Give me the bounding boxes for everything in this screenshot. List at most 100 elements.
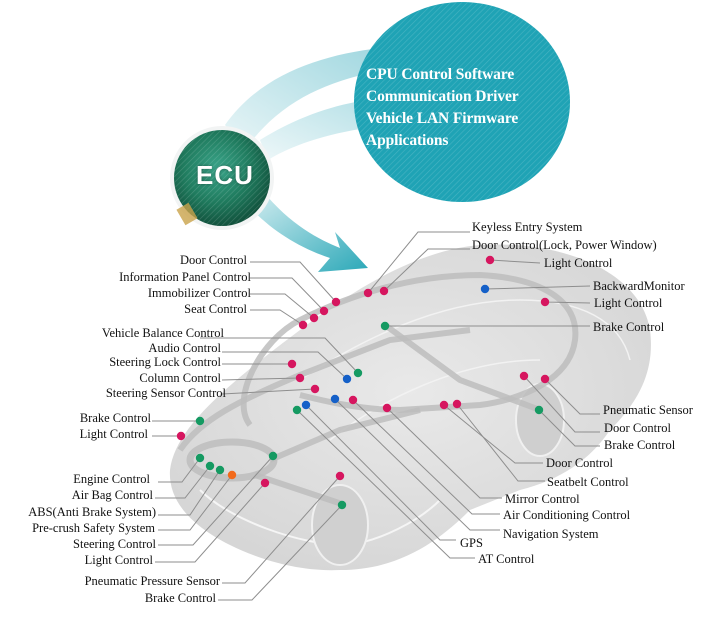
label-pneumatic-pressure-sensor: Pneumatic Pressure Sensor xyxy=(84,574,220,588)
leader-line-seatbelt-control xyxy=(456,403,545,482)
node-dot-light-control-rear-2 xyxy=(540,297,550,307)
leader-line-vehicle-balance-control xyxy=(200,337,359,374)
node-dot-backward-monitor xyxy=(480,284,490,294)
label-steering-lock-control: Steering Lock Control xyxy=(109,355,221,369)
leader-line-keyless-entry-system xyxy=(367,231,470,294)
software-item: CPU Control Software xyxy=(366,66,515,83)
label-brake-control-rear: Brake Control xyxy=(593,320,665,334)
node-dot-pneumatic-sensor xyxy=(540,374,550,384)
software-item: Applications xyxy=(366,132,449,149)
node-dot-steering-lock-control xyxy=(287,359,297,369)
leader-line-audio-control xyxy=(222,351,348,380)
arrow-to-car xyxy=(248,190,368,272)
label-light-control-rear: Light Control xyxy=(544,256,613,270)
label-brake-control-front: Brake Control xyxy=(79,411,151,425)
leader-line-navigation-system xyxy=(334,398,500,531)
node-dot-mirror-control xyxy=(382,403,392,413)
leader-line-pre-crush-safety-system xyxy=(158,474,233,531)
leader-line-at-control xyxy=(296,409,475,559)
node-dot-audio-control xyxy=(342,374,352,384)
label-light-control-rear-2: Light Control xyxy=(594,296,663,310)
label-light-control-front: Light Control xyxy=(79,427,148,441)
node-dot-seat-control xyxy=(298,320,308,330)
label-immobilizer-control: Immobilizer Control xyxy=(147,286,251,300)
node-dot-vehicle-balance-control xyxy=(353,368,363,378)
label-brake-control-front-wheel: Brake Control xyxy=(144,591,216,605)
leader-line-air-bag-control xyxy=(155,465,211,499)
label-brake-control-rear-wheel: Brake Control xyxy=(604,438,676,452)
label-at-control: AT Control xyxy=(478,552,535,566)
software-item: Communication Driver xyxy=(366,88,519,105)
leader-line-brake-control-rear-wheel xyxy=(538,409,600,447)
label-column-control: Column Control xyxy=(139,371,221,385)
leader-line-light-control-rear-2 xyxy=(544,301,591,304)
node-dot-brake-control-front xyxy=(195,416,205,426)
label-pre-crush-safety-system: Pre-crush Safety System xyxy=(32,521,155,535)
label-engine-control: Engine Control xyxy=(73,472,150,486)
leader-line-light-control-front-2 xyxy=(155,482,266,563)
node-dot-immobilizer-control xyxy=(309,313,319,323)
node-dot-brake-control-front-wheel xyxy=(337,500,347,510)
node-dot-door-control-side xyxy=(439,400,449,410)
leader-line-gps xyxy=(305,404,456,541)
software-list: CPU Control Software Communication Drive… xyxy=(366,64,519,152)
label-door-control-side: Door Control xyxy=(546,456,614,470)
leader-line-door-control-side xyxy=(443,404,543,464)
node-dot-steering-control xyxy=(268,451,278,461)
label-light-control-front-2: Light Control xyxy=(84,553,153,567)
label-audio-control: Audio Control xyxy=(148,341,221,355)
node-dot-door-control xyxy=(331,297,341,307)
node-dot-brake-control-rear xyxy=(380,321,390,331)
node-dot-engine-control xyxy=(195,453,205,463)
label-pneumatic-sensor: Pneumatic Sensor xyxy=(603,403,693,417)
node-dots xyxy=(176,255,550,510)
node-dot-light-control-front-2 xyxy=(260,478,270,488)
leader-line-door-control-lock xyxy=(383,248,470,292)
node-dot-abs xyxy=(215,465,225,475)
label-air-conditioning-control: Air Conditioning Control xyxy=(503,508,631,522)
leader-line-engine-control xyxy=(158,457,201,483)
node-dot-air-conditioning-control xyxy=(348,395,358,405)
node-dot-light-control-rear xyxy=(485,255,495,265)
label-navigation-system: Navigation System xyxy=(503,527,599,541)
leader-line-light-control-rear xyxy=(489,259,541,264)
label-keyless-entry-system: Keyless Entry System xyxy=(472,220,583,234)
node-dot-column-control xyxy=(295,373,305,383)
node-dot-pre-crush-safety-system xyxy=(227,470,237,480)
label-seatbelt-control: Seatbelt Control xyxy=(547,475,629,489)
node-dot-light-control-front xyxy=(176,431,186,441)
leader-line-pneumatic-pressure-sensor xyxy=(222,475,341,584)
leader-line-steering-sensor-control xyxy=(221,388,316,395)
label-backward-monitor: BackwardMonitor xyxy=(593,279,685,293)
label-vehicle-balance-control: Vehicle Balance Control xyxy=(101,326,224,340)
node-dot-keyless-entry-system xyxy=(363,288,373,298)
label-gps: GPS xyxy=(460,536,483,550)
label-seat-control: Seat Control xyxy=(184,302,247,316)
leader-line-steering-control xyxy=(158,455,274,546)
leader-line-backward-monitor xyxy=(484,285,591,290)
leader-line-door-control xyxy=(250,261,337,303)
label-door-control-lock: Door Control(Lock, Power Window) xyxy=(472,238,657,252)
label-steering-sensor-control: Steering Sensor Control xyxy=(105,386,226,400)
node-dot-information-panel-control xyxy=(319,306,329,316)
leader-line-pneumatic-sensor xyxy=(544,378,600,415)
leader-line-seat-control xyxy=(250,309,304,326)
label-mirror-control: Mirror Control xyxy=(505,492,580,506)
label-door-control-rear: Door Control xyxy=(604,421,672,435)
leader-line-immobilizer-control xyxy=(250,293,315,319)
node-dot-steering-sensor-control xyxy=(310,384,320,394)
leader-line-information-panel-control xyxy=(250,277,325,312)
leader-line-mirror-control xyxy=(386,407,502,499)
ecu-label: ECU xyxy=(196,160,254,190)
leader-line-column-control xyxy=(221,377,301,381)
software-item: Vehicle LAN Firmware xyxy=(366,110,519,127)
label-door-control: Door Control xyxy=(179,253,247,267)
node-dot-brake-control-rear-wheel xyxy=(534,405,544,415)
node-dot-air-bag-control xyxy=(205,461,215,471)
node-dot-door-control-rear xyxy=(519,371,529,381)
leader-line-brake-control-front-wheel xyxy=(218,504,343,601)
label-air-bag-control: Air Bag Control xyxy=(71,488,153,502)
label-steering-control: Steering Control xyxy=(73,537,156,551)
